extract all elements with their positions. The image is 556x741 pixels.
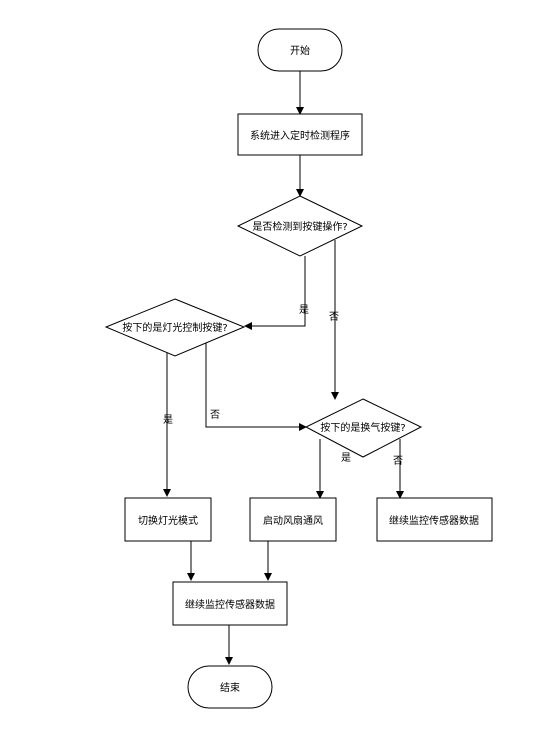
switch-light-process: 切换灯光模式 <box>124 497 212 542</box>
switch-light-label: 切换灯光模式 <box>138 514 198 527</box>
end-node-label: 结束 <box>220 681 240 694</box>
key-detected-label: 是否检测到按键操作? <box>252 220 347 233</box>
light-key-decision: 按下的是灯光控制按键? <box>104 298 246 357</box>
start-fan-process: 启动风扇通风 <box>249 497 337 542</box>
label-key-yes: 是 <box>299 304 309 316</box>
end-node: 结束 <box>187 665 273 709</box>
vent-key-label: 按下的是换气按键? <box>320 421 405 434</box>
edges <box>163 71 404 665</box>
continue-monitor-bottom-label: 继续监控传感器数据 <box>185 598 275 611</box>
continue-monitor-right-process: 继续监控传感器数据 <box>376 497 493 542</box>
label-vent-no: 否 <box>393 455 403 467</box>
label-light-yes: 是 <box>163 414 173 426</box>
enter-detect-label: 系统进入定时检测程序 <box>250 129 350 142</box>
key-detected-decision: 是否检测到按键操作? <box>236 195 364 257</box>
light-key-label: 按下的是灯光控制按键? <box>122 321 227 334</box>
start-fan-label: 启动风扇通风 <box>263 514 323 527</box>
continue-monitor-bottom-process: 继续监控传感器数据 <box>172 581 288 626</box>
vent-key-decision: 按下的是换气按键? <box>304 398 423 458</box>
edge-key-yes-to-light-decision <box>244 256 306 330</box>
label-vent-yes: 是 <box>341 452 351 464</box>
enter-detect-process: 系统进入定时检测程序 <box>237 113 363 156</box>
label-light-no: 否 <box>210 409 220 421</box>
edge-light-no-to-vent-decision <box>205 343 307 431</box>
start-node: 开始 <box>257 28 343 72</box>
label-key-no: 否 <box>329 311 339 323</box>
continue-monitor-right-label: 继续监控传感器数据 <box>389 514 479 527</box>
start-node-label: 开始 <box>290 44 310 57</box>
